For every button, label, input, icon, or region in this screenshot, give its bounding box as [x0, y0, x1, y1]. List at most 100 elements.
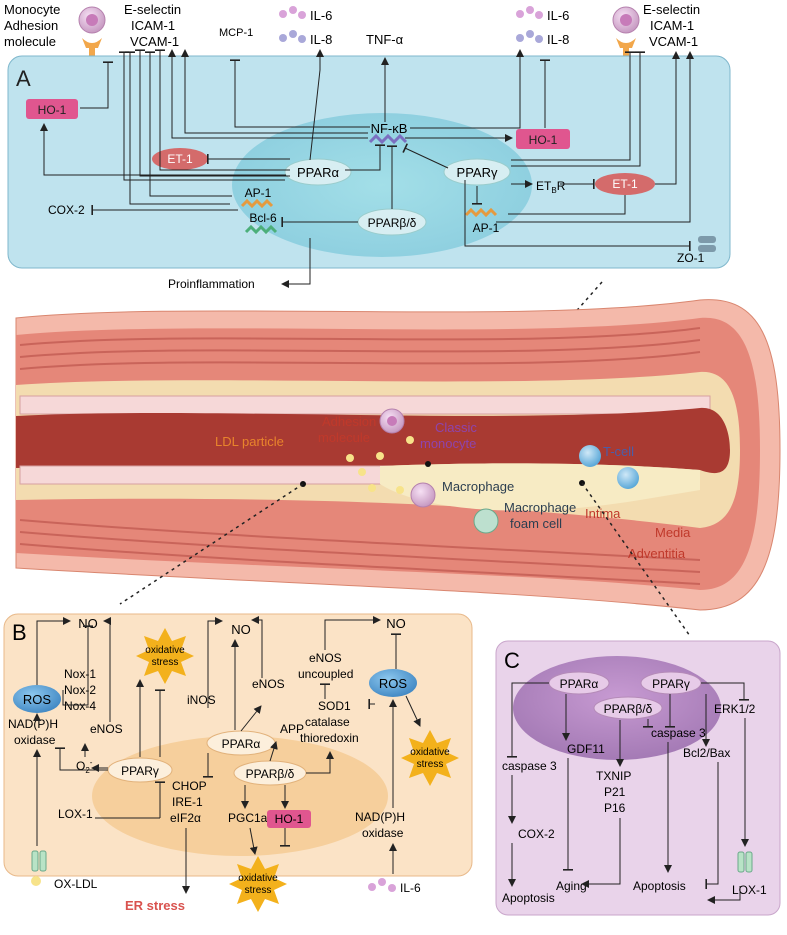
adhesion-molecule-right-icon: [616, 38, 636, 48]
erk12-label: ERK1/2: [714, 702, 756, 716]
pgc1a-label: PGC1a: [228, 811, 268, 825]
ho1-left-box: [26, 99, 78, 119]
enos-mid-label: eNOS: [252, 677, 285, 691]
svg-text:oxidative: oxidative: [145, 645, 185, 656]
foam-cell-label-2: foam cell: [510, 516, 562, 531]
et1-right-node: [595, 173, 655, 195]
ros-left-label: ROS: [23, 692, 52, 707]
classic-monocyte-label: monocyte: [420, 436, 476, 451]
inos-label: iNOS: [187, 693, 216, 707]
svg-text:stress: stress: [245, 885, 272, 896]
il-dots-icon: [279, 6, 306, 43]
media-label: Media: [655, 525, 691, 540]
oxidative-stress-3-icon: oxidative stress: [229, 856, 287, 912]
ros-left-node: [13, 685, 61, 713]
sod1-label: SOD1: [318, 699, 351, 713]
et1-right-label: ET-1: [612, 177, 638, 191]
tnfa-label: TNF-α: [366, 32, 404, 47]
pparg-label: PPARγ: [457, 165, 498, 180]
et1-left-node: [152, 148, 208, 170]
oxidase-left-label: oxidase: [14, 733, 56, 747]
enos-uncoupled-2-label: uncoupled: [298, 667, 353, 681]
gdf11-label: GDF11: [567, 742, 605, 756]
panel-c-letter: C: [504, 648, 520, 673]
panel-c-arrows: [507, 682, 749, 904]
oxidative-stress-2-icon: oxidative stress: [401, 730, 459, 786]
et1-left-label: ET-1: [167, 152, 193, 166]
p16-label: P16: [604, 801, 626, 815]
apoptosis-left-label: Apoptosis: [502, 891, 555, 905]
macrophage-label: Macrophage: [442, 479, 514, 494]
connector-dot-a: [425, 461, 431, 467]
bcl2bax-label: Bcl2/Bax: [683, 746, 730, 760]
enos-uncoupled-1-label: eNOS: [309, 651, 342, 665]
ldl-particles-icon: [346, 436, 414, 494]
no-1-label: NO: [78, 616, 98, 631]
classic-label: Classic: [435, 420, 477, 435]
catalase-label: catalase: [305, 715, 350, 729]
il6-b-dots-icon: [368, 878, 396, 892]
zo1-label: ZO-1: [677, 251, 705, 265]
ppard-c-label: PPARβ/δ: [604, 702, 653, 716]
nox2-label: Nox-2: [64, 683, 96, 697]
il6-b-label: IL-6: [400, 881, 421, 895]
pparg-c-label: PPARγ: [652, 677, 690, 691]
pparg-node: [443, 158, 511, 186]
svg-text:stress: stress: [417, 759, 444, 770]
tcell-2-icon: [617, 467, 639, 489]
ho1-right-box: [516, 129, 570, 149]
svg-text:stress: stress: [152, 657, 179, 668]
txnip-label: TXNIP: [596, 769, 631, 783]
ho1-right-label: HO-1: [529, 133, 558, 147]
lox1-c-receptor-icon: [737, 851, 753, 873]
adhesion-label: Adhesion: [322, 414, 376, 429]
ho1-b-box: [267, 810, 311, 828]
top-legend: Monocyte Adhesion molecule E-selectin IC…: [4, 2, 700, 62]
icam1-label: ICAM-1: [131, 18, 175, 33]
macrophage-icon: [410, 482, 436, 508]
ap1-left-dna-icon: [240, 198, 274, 209]
pparg-b-label: PPARγ: [121, 764, 159, 778]
il6-label: IL-6: [310, 8, 332, 23]
chop-label: CHOP: [172, 779, 207, 793]
molecule-label: molecule: [318, 430, 370, 445]
il-dots-right-icon: [516, 6, 543, 43]
adhesion-label-2: molecule: [4, 34, 56, 49]
lox1-c-label: LOX-1: [732, 883, 767, 897]
er-stress-label: ER stress: [125, 898, 185, 913]
eif2a-label: eIF2α: [170, 811, 201, 825]
nox4-label: Nox-4: [64, 699, 96, 713]
ppara-c-label: PPARα: [560, 677, 599, 691]
apoptosis-right-label: Apoptosis: [633, 879, 686, 893]
ppara-label: PPARα: [297, 165, 339, 180]
adhesion-stem-icon: [89, 48, 95, 62]
ap1-right-dna-icon: [464, 207, 498, 218]
panel-a: A HO-1 HO-1 NF-κB ET-1 ET-1 PPARα PPARγ …: [7, 49, 731, 291]
il8-label: IL-8: [310, 32, 332, 47]
oxidase-right-label: oxidase: [362, 826, 404, 840]
endothelium-top: [19, 395, 711, 415]
app-label: APP: [280, 722, 304, 736]
adhesion-molecule-icon: [82, 38, 102, 48]
vessel-illustration: LDL particle Adhesion molecule Classic m…: [15, 299, 781, 611]
panel-b: B NO NO NO ROS ROS Nox-1 Nox-2 Nox-4 NAD…: [3, 613, 473, 913]
il8-right-label: IL-8: [547, 32, 569, 47]
oxldl-icon: [31, 876, 41, 886]
ho1-left-label: HO-1: [38, 103, 67, 117]
tcell-label: T-cell: [603, 444, 634, 459]
no-3-label: NO: [386, 616, 406, 631]
foam-cell-icon: [473, 508, 499, 534]
oxldl-label: OX-LDL: [54, 877, 98, 891]
panel-a-arrows: [40, 49, 694, 288]
ho1-b-label: HO-1: [275, 812, 304, 826]
p21-label: P21: [604, 785, 626, 799]
lox1-b-receptor-icon: [31, 850, 47, 872]
adventitia-label: Adventitia: [628, 546, 686, 561]
lumen: [16, 407, 730, 474]
ppara-node: [284, 158, 352, 186]
ros-right-node: [369, 669, 417, 697]
etbr-label: ETBR: [536, 179, 566, 195]
ppara-b-label: PPARα: [222, 737, 261, 751]
ppard-b-label: PPARβ/δ: [246, 767, 295, 781]
